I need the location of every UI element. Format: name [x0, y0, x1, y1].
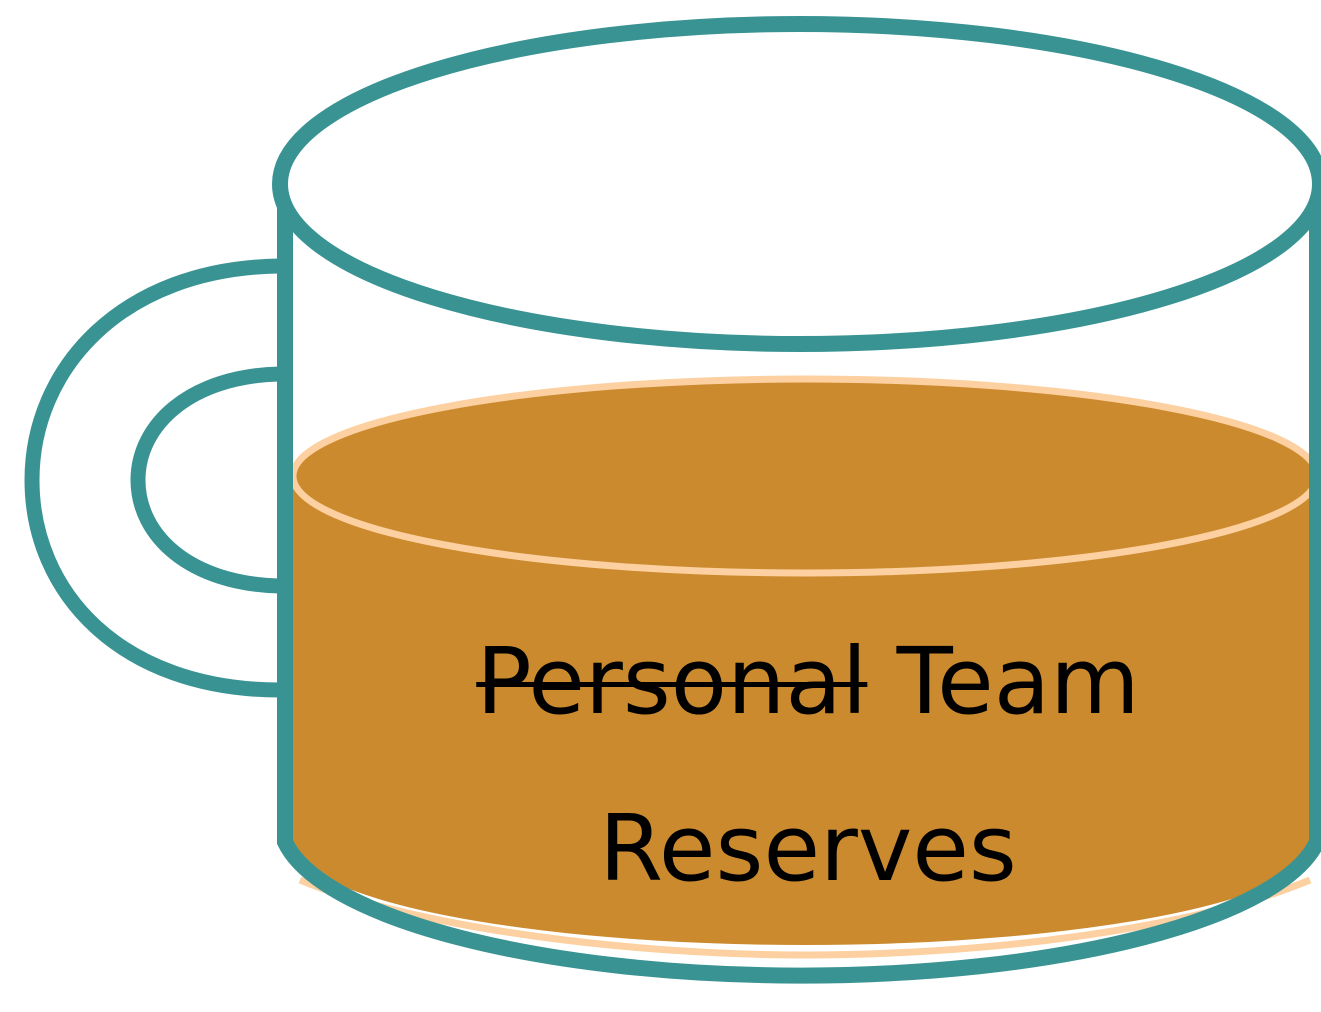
mug-handle — [24, 258, 281, 698]
liquid-bottom-highlight — [298, 876, 1312, 959]
replacement-word: Team — [896, 628, 1140, 735]
mug-rim — [272, 16, 1321, 352]
mug-handle-inner — [130, 366, 281, 594]
liquid-body — [293, 476, 1317, 945]
liquid-surface — [289, 375, 1321, 577]
label-line-1: Personal Team — [300, 636, 1316, 728]
mug-wall — [277, 185, 1321, 984]
label-line-2: Reserves — [599, 795, 1017, 902]
struck-word: Personal — [476, 628, 868, 735]
